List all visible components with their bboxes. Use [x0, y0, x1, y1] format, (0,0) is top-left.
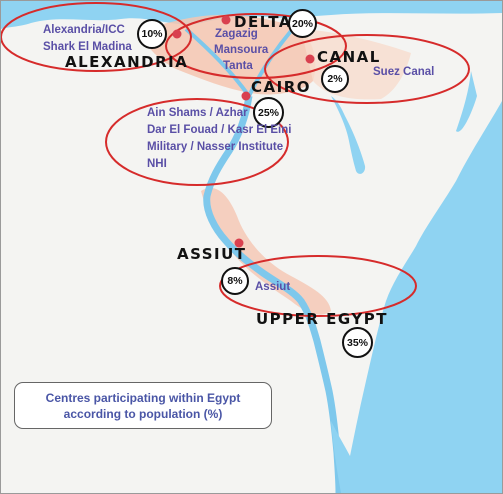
canal-share-badge: 2%	[321, 65, 349, 93]
canal-ellipse	[264, 34, 470, 104]
legend-line-2: according to population (%)	[63, 406, 223, 421]
delta-share-badge: 20%	[288, 9, 317, 38]
delta-region-highlight	[141, 14, 316, 95]
alexandria-region-name: ALEXANDRIA	[65, 53, 189, 71]
canal-centre-label-1: Suez Canal	[373, 66, 435, 78]
canal-region-name: CANAL	[317, 48, 381, 66]
delta-centre-label-3: Tanta	[223, 60, 253, 72]
cairo-marker	[241, 91, 251, 101]
assiut-share-badge: 8%	[221, 267, 249, 295]
upper-egypt-region-name: UPPER EGYPT	[256, 310, 389, 328]
gulf-of-suez	[331, 96, 366, 174]
alexandria-marker	[172, 29, 182, 39]
legend-box: Centres participating within Egypt accor…	[14, 382, 272, 429]
assiut-centre-label-1: Assiut	[255, 281, 291, 293]
delta-centre-label-1: Zagazig	[215, 28, 258, 40]
cairo-centre-label-1: Ain Shams / Azhar	[147, 107, 248, 119]
delta-region-name: DELTA	[234, 13, 292, 31]
delta-marker	[221, 15, 231, 25]
upper-egypt-share-badge: 35%	[342, 327, 373, 358]
nile-river	[203, 95, 343, 493]
alexandria-share-badge: 10%	[137, 19, 167, 49]
assiut-ellipse	[219, 255, 417, 317]
nile-delta-branch-west	[184, 27, 251, 98]
cairo-centre-label-3: Military / Nasser Institute	[147, 141, 284, 153]
cairo-region-name: CAIRO	[251, 78, 311, 96]
red-sea	[345, 101, 502, 493]
canal-marker	[305, 54, 315, 64]
delta-ellipse	[165, 13, 347, 79]
cairo-share-badge: 25%	[253, 97, 284, 128]
cairo-centre-label-4: NHI	[147, 158, 167, 170]
lake-nasser	[331, 421, 361, 493]
alexandria-centre-label-1: Alexandria/ICC	[43, 24, 125, 36]
cairo-centre-label-2: Dar El Fouad / Kasr El Eini	[147, 124, 292, 136]
delta-centre-label-2: Mansoura	[214, 44, 269, 56]
assiut-region-name: ASSIUT	[177, 245, 247, 263]
upper-egypt-region-highlight	[201, 187, 331, 315]
legend-line-1: Centres participating within Egypt	[45, 390, 241, 405]
alexandria-centre-label-2: Shark El Madina	[43, 41, 132, 53]
alexandria-ellipse	[1, 2, 192, 72]
assiut-marker	[234, 238, 244, 248]
cairo-ellipse	[105, 98, 289, 186]
gulf-of-aqaba	[456, 71, 477, 132]
